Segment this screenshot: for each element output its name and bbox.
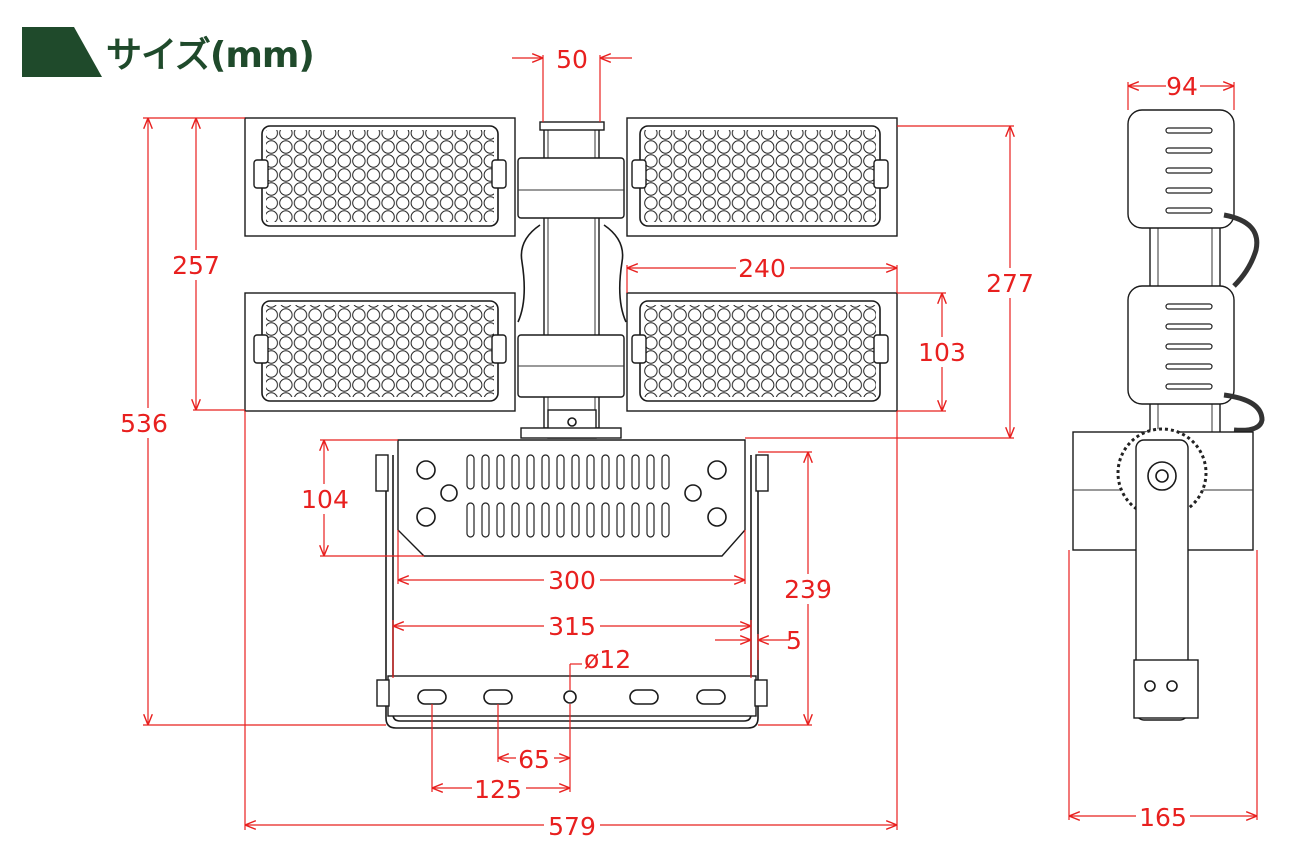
label-module-width: 240 [738, 254, 786, 283]
label-side-depth-top: 94 [1166, 72, 1198, 101]
label-bracket-width: 315 [548, 612, 596, 641]
led-module-top-right [626, 117, 898, 237]
label-pole-width: 50 [556, 45, 588, 74]
section-header: サイズ(mm) [22, 24, 315, 80]
label-driver-height: 104 [301, 485, 349, 514]
label-module-height: 277 [986, 269, 1034, 298]
label-module-thickness: 103 [918, 338, 966, 367]
dimension-labels: 50 536 257 277 240 103 104 300 239 315 5… [118, 45, 1200, 841]
driver-box [397, 439, 746, 557]
label-height-total: 536 [120, 409, 168, 438]
side-view [1072, 109, 1265, 721]
label-width-total: 579 [548, 812, 596, 841]
label-bracket-height: 239 [784, 575, 832, 604]
page-title: サイズ(mm) [106, 35, 315, 76]
led-module-bottom-left [244, 292, 516, 412]
label-upper-height: 257 [172, 251, 220, 280]
label-hole-diameter: ø12 [584, 645, 631, 674]
label-hole-spacing-outer: 125 [474, 775, 522, 804]
label-hole-spacing-inner: 65 [518, 745, 550, 774]
central-pole [517, 121, 627, 439]
label-bracket-offset: 5 [786, 626, 802, 655]
header-badge-icon [22, 27, 102, 77]
label-side-depth-bottom: 165 [1139, 803, 1187, 832]
u-bracket [375, 454, 769, 729]
label-driver-width: 300 [548, 566, 596, 595]
led-module-bottom-right [626, 292, 898, 412]
led-module-top-left [244, 117, 516, 237]
front-view [244, 117, 898, 729]
